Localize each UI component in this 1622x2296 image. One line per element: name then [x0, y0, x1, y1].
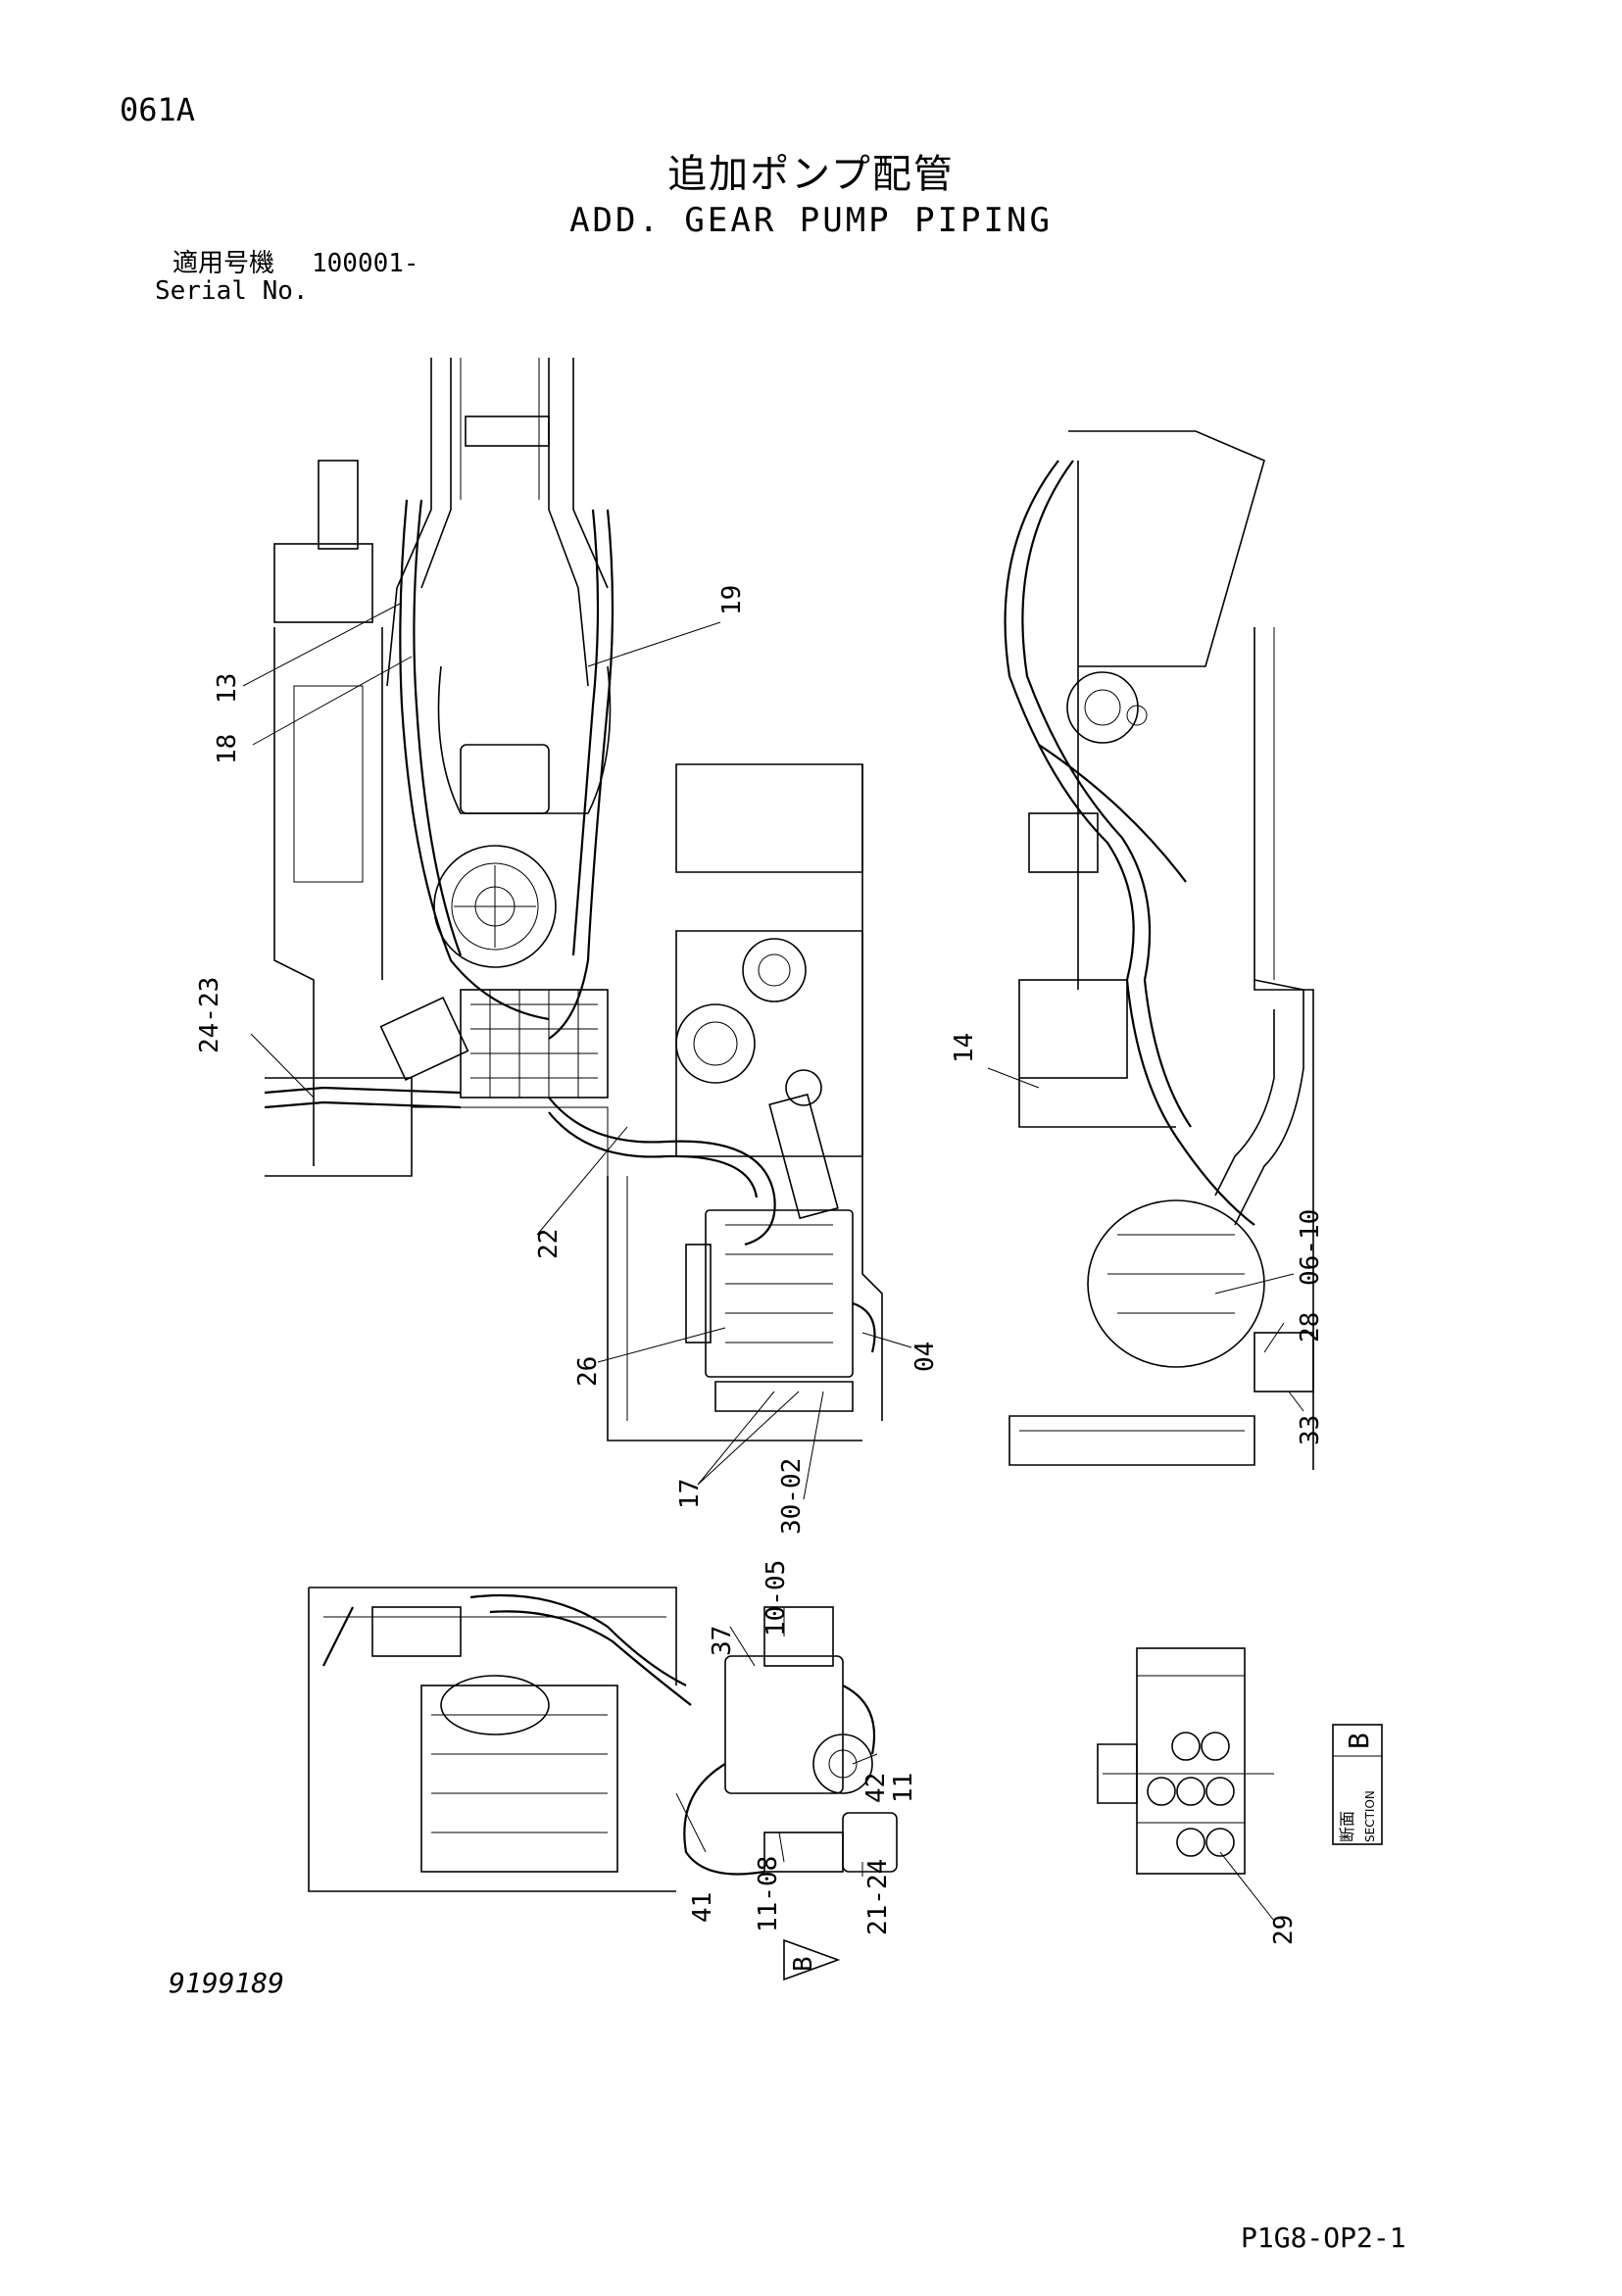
callout-13: 13 [213, 673, 242, 704]
callout-11: 11 [889, 1773, 918, 1803]
drawing-number: 9199189 [169, 1967, 285, 1999]
callout-11-08: 11-08 [754, 1856, 783, 1932]
serial-label-japanese: 適用号機 [172, 249, 275, 278]
section-label: B 断面 SECTION [1332, 1724, 1383, 1845]
callout-06-10: 06-10 [1296, 1209, 1325, 1286]
section-label-english: SECTION [1363, 1790, 1377, 1842]
section-label-japanese: 断面 [1338, 1811, 1356, 1842]
leader-lines [242, 602, 1304, 1922]
callout-41: 41 [688, 1892, 717, 1923]
side-view [1004, 430, 1314, 1470]
view-marker-letter: B [789, 1956, 818, 1972]
callout-33: 33 [1296, 1415, 1325, 1445]
view-marker-b: B [783, 1938, 841, 1981]
serial-value: 100001- [312, 249, 419, 278]
callout-17: 17 [675, 1479, 705, 1509]
callouts: 13 18 19 24-23 22 26 17 30-02 04 14 06-1… [195, 585, 1325, 1945]
serial-label-english: Serial No. [155, 276, 309, 306]
callout-28: 28 [1296, 1312, 1325, 1343]
page-reference: P1G8-OP2-1 [1241, 2222, 1406, 2254]
callout-29: 29 [1269, 1915, 1299, 1945]
callout-37: 37 [708, 1626, 737, 1656]
callout-18: 18 [213, 734, 242, 764]
callout-22: 22 [534, 1229, 564, 1259]
callout-21-24: 21-24 [863, 1859, 893, 1935]
title-japanese: 追加ポンプ配管 [667, 152, 955, 197]
section-letter: B [1343, 1733, 1375, 1749]
callout-30-02: 30-02 [777, 1458, 807, 1535]
title-english: ADD. GEAR PUMP PIPING [569, 201, 1053, 240]
callout-04: 04 [910, 1342, 940, 1372]
callout-26: 26 [573, 1356, 603, 1387]
main-view [264, 358, 883, 1441]
callout-19: 19 [717, 585, 747, 615]
callout-10-05: 10-05 [762, 1560, 791, 1637]
section-b-detail [1097, 1647, 1274, 1875]
callout-42: 42 [861, 1773, 891, 1803]
detail-view [308, 1587, 898, 1892]
page-code: 061A [120, 91, 196, 128]
callout-24-23: 24-23 [195, 977, 224, 1053]
callout-14: 14 [950, 1033, 979, 1063]
